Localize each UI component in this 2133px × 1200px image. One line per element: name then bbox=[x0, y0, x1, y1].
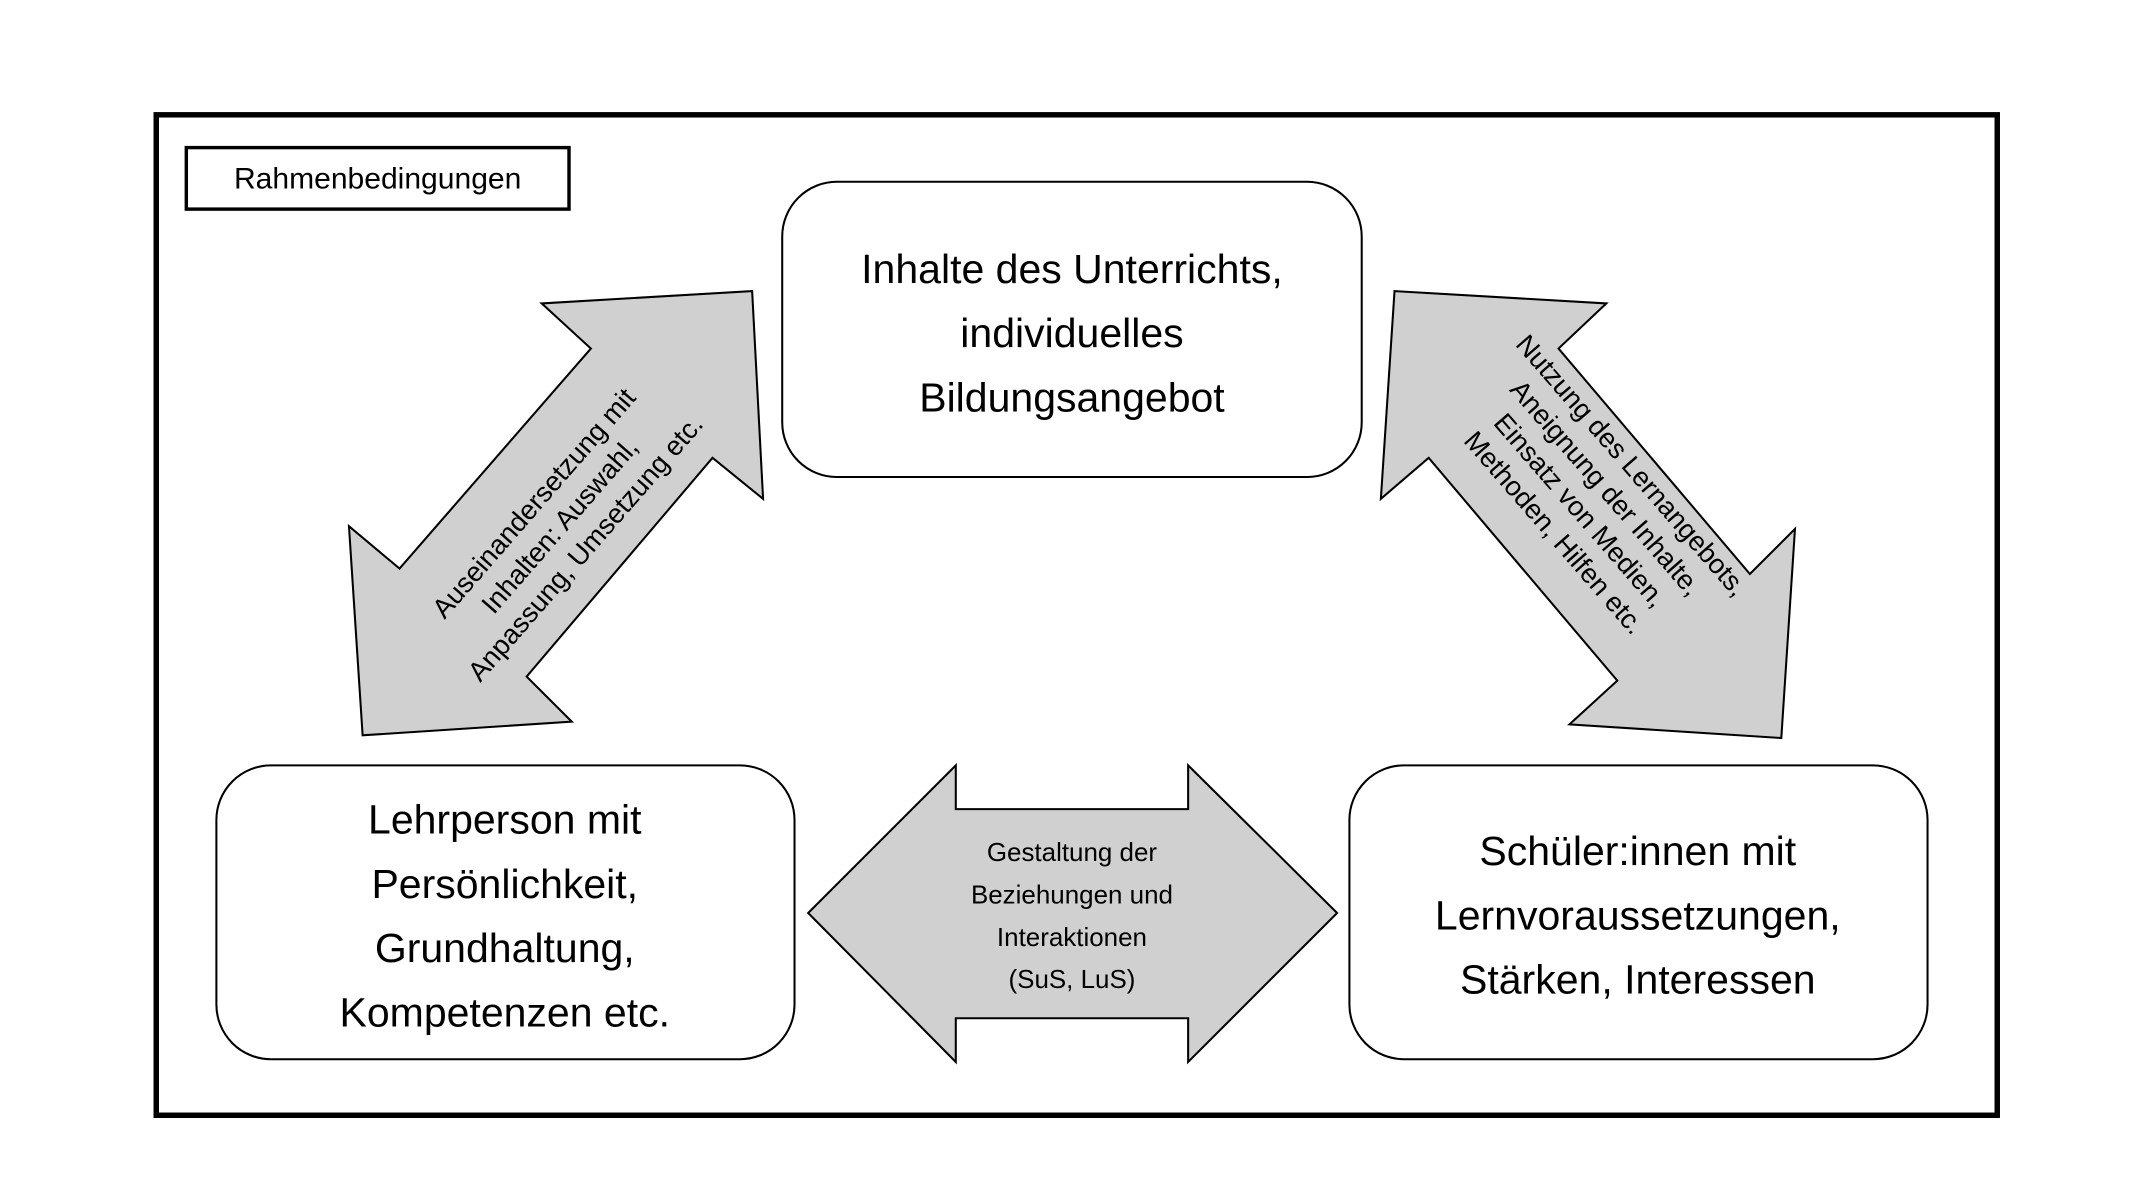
svg-text:Beziehungen und: Beziehungen und bbox=[971, 879, 1173, 909]
svg-text:Kompetenzen etc.: Kompetenzen etc. bbox=[340, 989, 670, 1035]
svg-text:Interaktionen: Interaktionen bbox=[997, 922, 1147, 952]
center-arrow-text: Gestaltung der Beziehungen und Interakti… bbox=[971, 837, 1173, 994]
svg-text:Lernvoraussetzungen,: Lernvoraussetzungen, bbox=[1435, 892, 1841, 938]
svg-text:Bildungsangebot: Bildungsangebot bbox=[919, 374, 1225, 420]
left-double-arrow bbox=[347, 290, 765, 737]
svg-text:Inhalte des Unterrichts,: Inhalte des Unterrichts, bbox=[861, 246, 1283, 292]
svg-text:Gestaltung der: Gestaltung der bbox=[987, 837, 1158, 867]
right-box-students: Schüler:innen mit Lernvoraussetzungen, S… bbox=[1348, 764, 1929, 1061]
svg-text:Persönlichkeit,: Persönlichkeit, bbox=[371, 861, 638, 907]
top-box-content: Inhalte des Unterrichts, individuelles B… bbox=[781, 180, 1363, 479]
svg-text:(SuS, LuS): (SuS, LuS) bbox=[1008, 964, 1135, 994]
frame-label-text: Rahmenbedingungen bbox=[234, 163, 521, 196]
svg-text:Lehrperson mit: Lehrperson mit bbox=[368, 797, 642, 843]
right-double-arrow bbox=[1379, 290, 1797, 740]
svg-text:individuelles: individuelles bbox=[960, 310, 1183, 356]
frame-label: Rahmenbedingungen bbox=[184, 145, 571, 211]
center-double-arrow bbox=[806, 762, 1339, 1065]
svg-text:Schüler:innen mit: Schüler:innen mit bbox=[1479, 828, 1796, 874]
left-box-teacher: Lehrperson mit Persönlichkeit, Grundhalt… bbox=[215, 764, 796, 1061]
svg-text:Grundhaltung,: Grundhaltung, bbox=[375, 925, 635, 971]
svg-text:Stärken, Interessen: Stärken, Interessen bbox=[1460, 957, 1816, 1003]
